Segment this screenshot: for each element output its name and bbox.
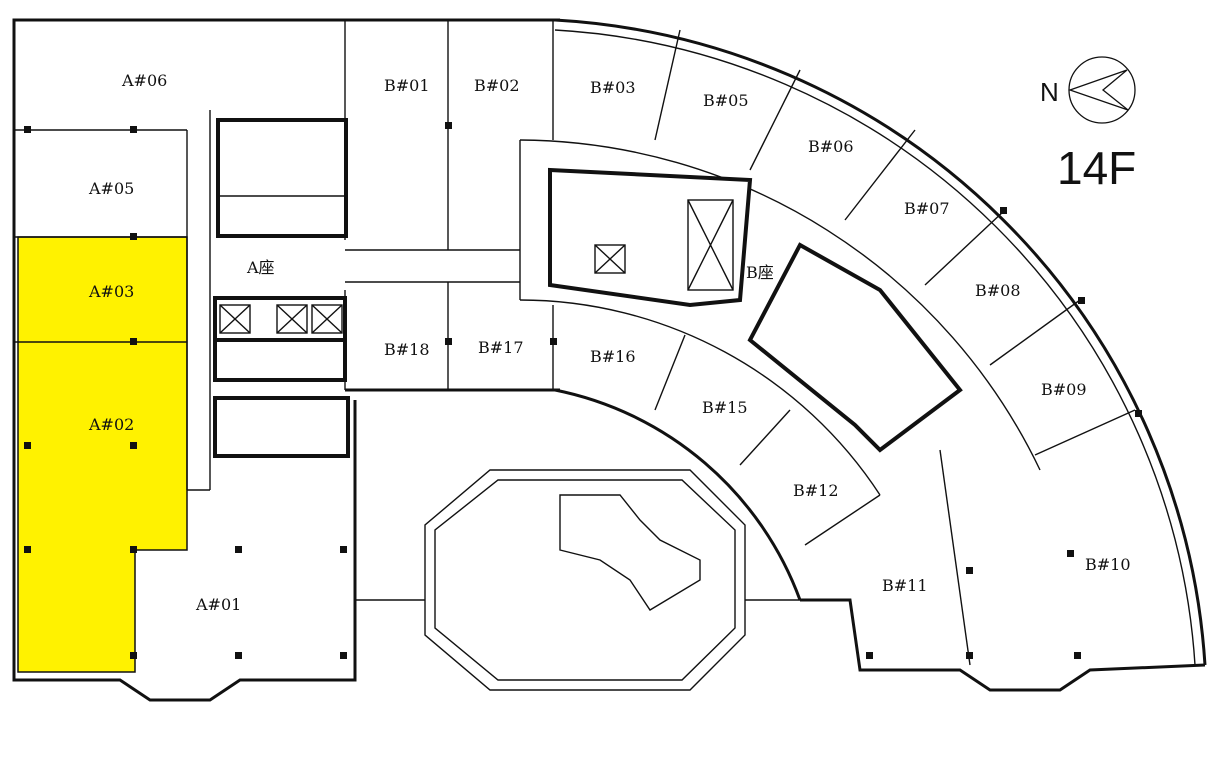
unit-b08[interactable]: B#08 (975, 281, 1021, 300)
unit-b07[interactable]: B#07 (904, 199, 950, 218)
unit-a06[interactable]: A#06 (121, 71, 167, 90)
core-b-label: B座 (746, 263, 774, 282)
unit-a01[interactable]: A#01 (195, 595, 241, 614)
structural-columns (24, 122, 1142, 659)
unit-b06[interactable]: B#06 (808, 137, 854, 156)
unit-b10[interactable]: B#10 (1085, 555, 1131, 574)
unit-b11[interactable]: B#11 (882, 576, 928, 595)
compass-north-label: N (1040, 77, 1059, 107)
core-a-label: A座 (246, 258, 275, 277)
north-compass: N (1040, 56, 1136, 124)
unit-a05[interactable]: A#05 (88, 179, 134, 198)
unit-b02[interactable]: B#02 (474, 76, 520, 95)
unit-labels: A#06 A#05 A#03 A#02 A#01 A座 B#01 B#02 B#… (88, 71, 1131, 614)
atrium (355, 469, 800, 691)
highlighted-unit-area[interactable] (17, 236, 188, 673)
unit-b12[interactable]: B#12 (793, 481, 839, 500)
unit-a02[interactable]: A#02 (88, 415, 134, 434)
wing-a-walls (12, 18, 357, 702)
unit-b15[interactable]: B#15 (702, 398, 748, 417)
floor-number: 14F (1057, 142, 1136, 194)
unit-b09[interactable]: B#09 (1041, 380, 1087, 399)
unit-b05[interactable]: B#05 (703, 91, 749, 110)
unit-b17[interactable]: B#17 (478, 338, 524, 357)
unit-b18[interactable]: B#18 (384, 340, 430, 359)
wing-b-walls (345, 18, 1207, 692)
unit-b01[interactable]: B#01 (384, 76, 430, 95)
unit-b16[interactable]: B#16 (590, 347, 636, 366)
unit-b03[interactable]: B#03 (590, 78, 636, 97)
unit-a03[interactable]: A#03 (88, 282, 134, 301)
